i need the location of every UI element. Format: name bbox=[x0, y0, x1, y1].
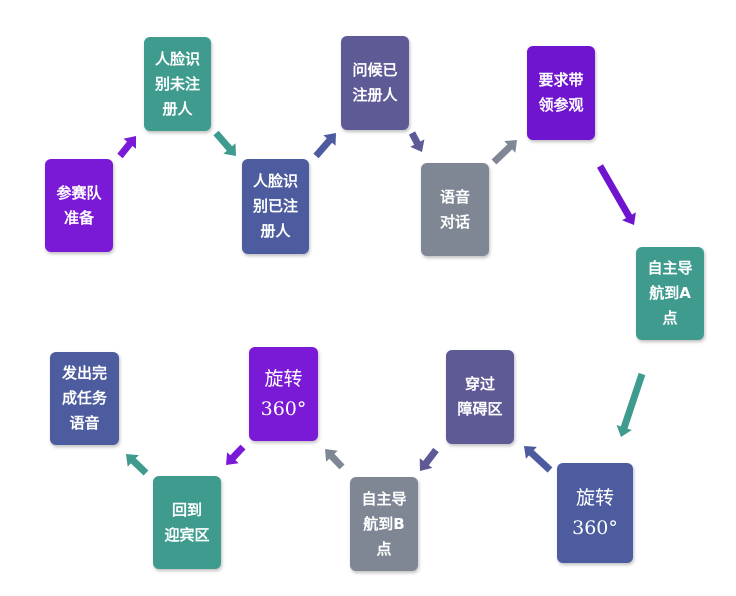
flow-arrow-11 bbox=[226, 444, 246, 465]
step-face-recognize-registered: 人脸识 别已注 册人 bbox=[242, 159, 309, 254]
flow-arrow-8 bbox=[524, 446, 553, 473]
step-rotate-360-first: 旋转 360° bbox=[557, 463, 633, 563]
flow-arrow-1 bbox=[117, 136, 136, 159]
flow-arrow-10 bbox=[325, 449, 345, 470]
step-face-recognize-unregistered: 人脸识 别未注 册人 bbox=[144, 37, 211, 131]
flow-arrow-5 bbox=[491, 140, 517, 165]
step-greet-registered: 问候已 注册人 bbox=[341, 36, 409, 130]
step-voice-dialog: 语音 对话 bbox=[421, 163, 489, 256]
step-task-complete-voice: 发出完 成任务 语音 bbox=[50, 352, 119, 445]
step-team-prepare: 参赛队 准备 bbox=[45, 159, 113, 252]
flow-arrow-4 bbox=[408, 131, 425, 152]
flow-arrow-7 bbox=[616, 372, 646, 437]
flow-arrow-12 bbox=[126, 454, 149, 476]
flow-arrow-6 bbox=[597, 164, 636, 225]
flow-arrow-2 bbox=[213, 130, 236, 156]
step-navigate-to-a: 自主导 航到A 点 bbox=[636, 247, 704, 340]
step-cross-obstacles: 穿过 障碍区 bbox=[446, 350, 514, 444]
step-request-tour: 要求带 领参观 bbox=[527, 46, 595, 140]
step-return-welcome-area: 回到 迎宾区 bbox=[153, 476, 221, 569]
step-rotate-360-second: 旋转 360° bbox=[249, 347, 318, 441]
flow-arrow-3 bbox=[313, 133, 336, 159]
flow-arrow-9 bbox=[419, 447, 439, 471]
step-navigate-to-b: 自主导 航到B 点 bbox=[350, 477, 418, 571]
